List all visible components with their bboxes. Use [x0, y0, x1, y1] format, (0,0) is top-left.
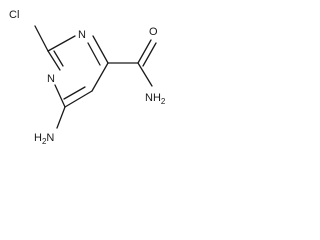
atom-labels: Cl N N O NH2 H2N — [9, 9, 166, 146]
bond-n3-c4 — [92, 35, 109, 64]
atom-label-carbonyl-oxygen: O — [149, 26, 158, 38]
atom-label-ring-nitrogen-3: N — [47, 73, 55, 85]
bond-n3-c4-inner — [87, 42, 101, 66]
bond-c-n-amide — [137, 62, 153, 87]
bond-c2-cl — [34, 25, 49, 52]
bond-c6-nh2 — [56, 106, 66, 129]
atom-label-ring-nitrogen-1: N — [78, 29, 86, 41]
bond-c5-c6 — [64, 90, 93, 108]
amide-group-subscript: 2 — [161, 97, 166, 106]
bond-c6-n1 — [54, 84, 66, 108]
bond-c2-n3 — [47, 35, 76, 52]
atom-label-chlorine: Cl — [9, 9, 19, 21]
atom-label-amide-group: NH2 — [145, 92, 166, 106]
amino-group-element: H — [34, 132, 42, 144]
amide-group-element: NH — [145, 92, 161, 104]
bond-c2-n1-inner — [53, 50, 64, 67]
bonds — [34, 25, 157, 129]
bond-c4-c5 — [91, 62, 109, 92]
bond-c-o-2 — [142, 42, 157, 67]
atom-label-amino-group: H2N — [34, 132, 54, 146]
bond-c-o-1 — [137, 39, 152, 64]
amino-group-suffix: N — [46, 132, 54, 144]
amino-group-subscript: 2 — [42, 137, 47, 146]
chemical-structure: Cl N N O NH2 H2N — [9, 9, 166, 146]
bond-c2-n1 — [47, 50, 61, 71]
bond-c5-c6-inner — [63, 86, 86, 100]
